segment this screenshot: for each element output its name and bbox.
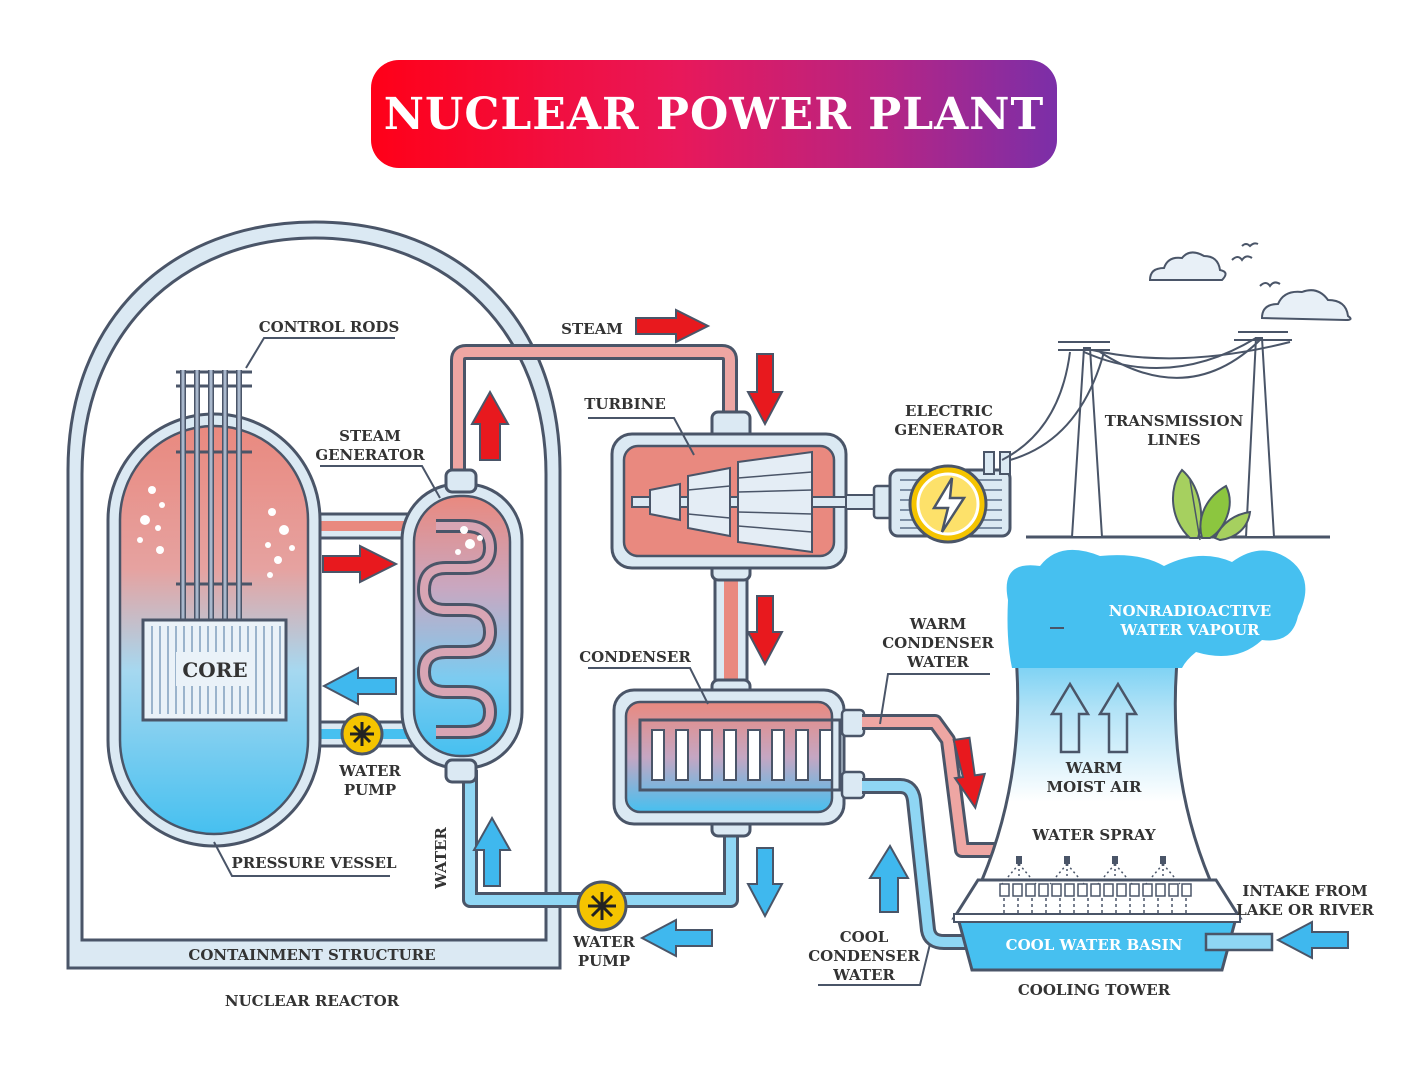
label-steam: STEAM — [561, 320, 623, 338]
label-warm-moist-2: MOIST AIR — [1046, 778, 1142, 796]
label-cool-water-basin: COOL WATER BASIN — [1006, 936, 1183, 954]
label-steam-generator-2: GENERATOR — [315, 446, 425, 464]
arrow-left-icon — [639, 918, 713, 958]
label-electric-generator-2: GENERATOR — [894, 421, 1004, 439]
arrow-left-icon — [321, 666, 397, 706]
arrow-right-icon — [635, 308, 711, 344]
blue-arrows — [321, 666, 1349, 960]
arrow-down-icon — [746, 847, 784, 919]
air-arrows — [1049, 681, 1139, 754]
label-transmission-lines-1: TRANSMISSION — [1105, 412, 1244, 430]
label-containment-structure: CONTAINMENT STRUCTURE — [188, 946, 435, 964]
water-pump-left — [340, 712, 384, 756]
steam-pipe — [450, 344, 738, 470]
label-water-pump-left-2: PUMP — [344, 781, 396, 799]
label-water-pump-bottom-2: PUMP — [578, 952, 630, 970]
label-condenser: CONDENSER — [579, 648, 691, 666]
cooling-tower — [951, 549, 1306, 972]
label-intake-1: INTAKE FROM — [1242, 882, 1367, 900]
label-pressure-vessel: PRESSURE VESSEL — [231, 854, 397, 872]
label-cool-condenser-2: CONDENSER — [808, 947, 920, 965]
label-warm-condenser-1: WARM — [909, 615, 967, 633]
label-control-rods: CONTROL RODS — [259, 318, 400, 336]
arrow-up-icon — [1049, 681, 1091, 754]
leader-lines — [213, 627, 1064, 877]
red-arrows — [322, 308, 987, 810]
turbine-condenser-pipe — [713, 558, 749, 702]
bubbles — [137, 486, 295, 578]
cool-condenser-pipe — [818, 778, 990, 986]
control-rods — [176, 337, 395, 622]
arrow-down-icon — [746, 595, 784, 667]
label-cool-condenser-3: WATER — [832, 966, 895, 984]
condenser — [588, 667, 866, 838]
label-intake-2: LAKE OR RIVER — [1236, 901, 1374, 919]
lightning-icon — [931, 477, 967, 533]
generator-shaft — [845, 484, 894, 520]
arrow-up-icon — [470, 389, 510, 461]
label-cooling-tower: COOLING TOWER — [1018, 981, 1171, 999]
water-pump-bottom — [576, 880, 628, 932]
label-warm-moist-1: WARM — [1065, 759, 1123, 777]
arrow-left-icon — [1275, 920, 1349, 960]
page-title: NUCLEAR POWER PLANT — [383, 88, 1045, 140]
label-vapour-2: WATER VAPOUR — [1120, 621, 1261, 639]
label-warm-condenser-3: WATER — [906, 653, 969, 671]
arrow-right-icon — [322, 544, 399, 584]
label-steam-generator-1: STEAM — [339, 427, 401, 445]
label-water-pump-left-1: WATER — [338, 762, 401, 780]
label-cool-condenser-1: COOL — [840, 928, 889, 946]
cloud-icon — [1148, 251, 1352, 322]
label-water-spray: WATER SPRAY — [1031, 826, 1155, 844]
bird-icon — [1231, 242, 1281, 288]
label-vapour-1: NONRADIOACTIVE — [1109, 602, 1272, 620]
bush-icon — [1172, 468, 1252, 542]
arrow-up-icon — [1097, 681, 1139, 754]
core-label: CORE — [182, 658, 247, 682]
arrow-down-icon — [952, 736, 987, 810]
arrow-down-icon — [746, 353, 784, 427]
arrow-up-icon — [868, 844, 910, 913]
label-transmission-lines-2: LINES — [1147, 431, 1201, 449]
label-nuclear-reactor: NUCLEAR REACTOR — [225, 992, 400, 1010]
intake-pipe — [1204, 932, 1274, 952]
title-banner: NUCLEAR POWER PLANT — [371, 60, 1057, 168]
label-water-vertical: WATER — [432, 827, 450, 890]
label-electric-generator-1: ELECTRIC — [905, 402, 993, 420]
label-warm-condenser-2: CONDENSER — [882, 634, 994, 652]
label-turbine: TURBINE — [584, 395, 666, 413]
reactor-core: CORE — [141, 618, 288, 722]
steam-generator — [320, 465, 524, 784]
turbine — [588, 410, 885, 582]
arrow-up-icon — [472, 815, 512, 887]
spray-nozzles — [1016, 856, 1166, 864]
transmission-lines — [1001, 331, 1330, 539]
electric-generator — [888, 451, 1012, 544]
label-water-pump-bottom-1: WATER — [572, 933, 635, 951]
